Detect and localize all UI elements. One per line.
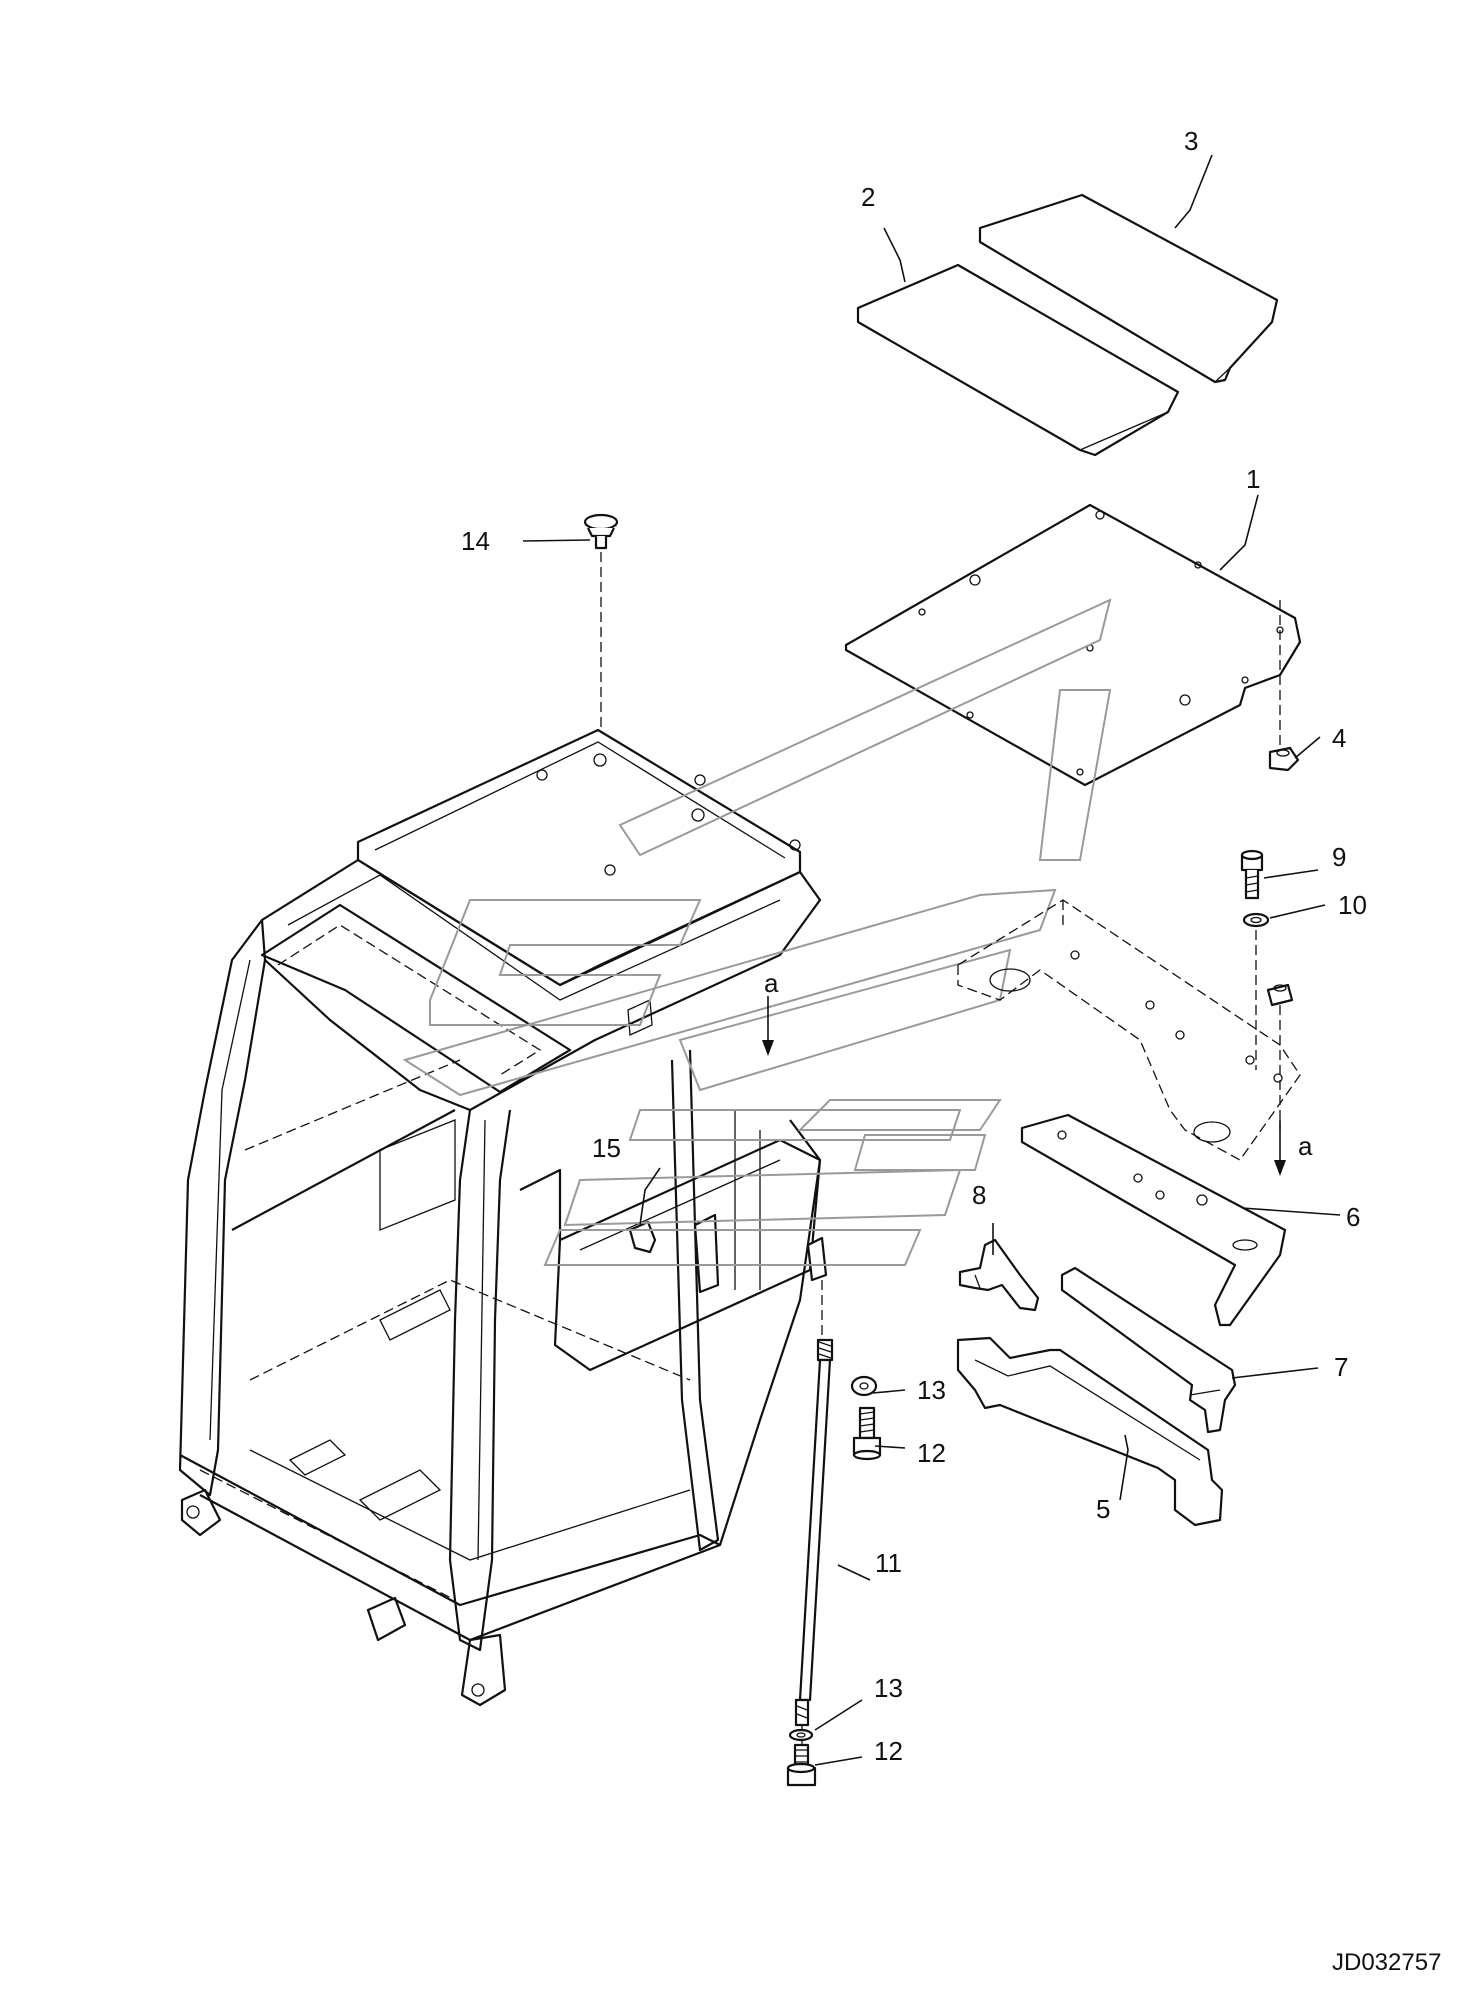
bolt [1240,849,1264,900]
callout-10: 10 [1338,890,1367,920]
callout-13-lower: 13 [874,1673,903,1703]
leader-lines [522,154,1341,1766]
mounting-plate [957,899,1301,1161]
bolt-upper [852,1406,882,1461]
ref-arrow-cab [762,996,774,1056]
cab-frame [178,728,828,1707]
bracket-lower [956,1336,1224,1527]
washer [1242,912,1270,1070]
bracket-upper [1020,1113,1287,1327]
callout-14: 14 [461,526,490,556]
callout-11: 11 [875,1548,902,1578]
roof-panel [844,503,1302,787]
callout-labels: 1 2 3 4 5 6 7 8 9 10 11 12 12 13 13 14 1… [461,126,1367,1766]
callout-12-upper: 12 [917,1438,946,1468]
callout-5: 5 [1096,1494,1110,1524]
callout-4: 4 [1332,723,1346,753]
clip [958,1238,1040,1312]
callout-8: 8 [972,1180,986,1210]
roof-pad-rear [978,193,1279,384]
callout-7: 7 [1334,1352,1348,1382]
bolt-lower [786,1743,817,1787]
callout-12-lower: 12 [874,1736,903,1766]
plate-nut [1266,983,1294,1130]
callout-15: 15 [592,1133,621,1163]
callout-6: 6 [1346,1202,1360,1232]
callout-9: 9 [1332,842,1346,872]
ref-mark-a-cab: a [764,968,779,998]
drawing-id: JD032757 [1332,1949,1441,1976]
washer-lower [788,1728,814,1742]
rod [794,1280,834,1770]
nut [1268,600,1300,772]
roof-pad-front [856,263,1180,457]
callout-1: 1 [1246,464,1260,494]
ref-mark-a-plate: a [1298,1131,1313,1161]
callout-13-upper: 13 [917,1375,946,1405]
callout-3: 3 [1184,126,1198,156]
callout-2: 2 [861,182,875,212]
ref-arrow-plate [1274,1120,1286,1176]
bracket-middle [1060,1266,1237,1434]
plug [583,513,619,730]
washer-upper [850,1375,878,1397]
